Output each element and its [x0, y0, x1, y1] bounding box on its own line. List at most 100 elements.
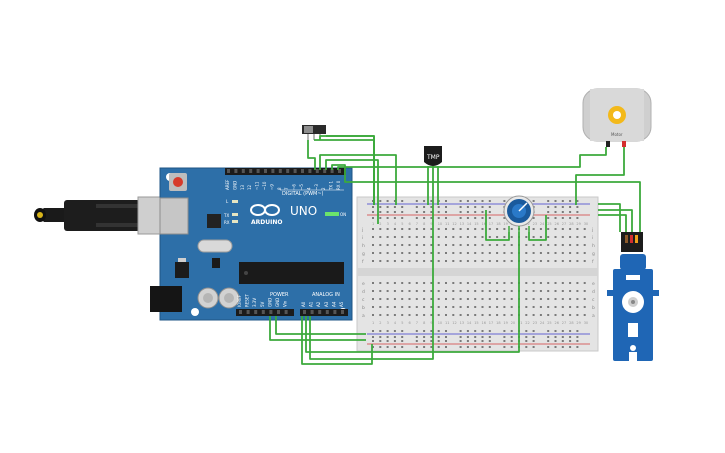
rail-hole[interactable] — [437, 340, 440, 342]
breadboard-hole[interactable] — [547, 244, 550, 246]
breadboard-hole[interactable] — [539, 282, 542, 284]
header-pin[interactable] — [227, 169, 230, 173]
breadboard-hole[interactable] — [393, 282, 396, 284]
breadboard-hole[interactable] — [488, 236, 491, 238]
breadboard-hole[interactable] — [474, 282, 477, 284]
header-pin[interactable] — [278, 169, 282, 173]
breadboard-hole[interactable] — [569, 228, 572, 230]
breadboard-hole[interactable] — [393, 306, 396, 308]
rail-hole[interactable] — [561, 217, 564, 219]
breadboard-hole[interactable] — [481, 236, 484, 238]
rail-hole[interactable] — [430, 211, 433, 213]
rail-hole[interactable] — [569, 340, 572, 342]
rail-hole[interactable] — [430, 206, 433, 208]
breadboard-hole[interactable] — [583, 298, 586, 300]
breadboard-hole[interactable] — [437, 236, 440, 238]
breadboard-hole[interactable] — [445, 282, 447, 284]
rail-hole[interactable] — [401, 217, 404, 219]
breadboard-hole[interactable] — [547, 282, 550, 284]
breadboard-hole[interactable] — [401, 228, 404, 230]
rail-hole[interactable] — [554, 346, 557, 348]
breadboard-hole[interactable] — [408, 314, 411, 316]
breadboard-hole[interactable] — [496, 260, 499, 262]
breadboard-hole[interactable] — [474, 306, 477, 308]
rail-hole[interactable] — [415, 211, 418, 213]
breadboard-hole[interactable] — [408, 306, 411, 308]
rail-hole[interactable] — [445, 206, 447, 208]
rail-hole[interactable] — [488, 346, 491, 348]
rail-hole[interactable] — [569, 346, 572, 348]
rail-hole[interactable] — [466, 217, 469, 219]
breadboard-hole[interactable] — [539, 244, 542, 246]
breadboard-hole[interactable] — [488, 228, 491, 230]
breadboard-hole[interactable] — [525, 252, 528, 254]
breadboard-hole[interactable] — [510, 244, 513, 246]
breadboard-hole[interactable] — [496, 228, 499, 230]
breadboard-hole[interactable] — [466, 314, 469, 316]
breadboard-hole[interactable] — [415, 306, 418, 308]
rail-hole[interactable] — [466, 340, 469, 342]
breadboard-hole[interactable] — [466, 236, 469, 238]
rail-hole[interactable] — [437, 336, 440, 338]
breadboard-hole[interactable] — [452, 252, 455, 254]
breadboard-hole[interactable] — [576, 290, 579, 292]
rail-hole[interactable] — [510, 346, 513, 348]
breadboard-hole[interactable] — [525, 228, 528, 230]
rail-hole[interactable] — [401, 340, 404, 342]
breadboard-hole[interactable] — [561, 298, 564, 300]
rail-hole[interactable] — [459, 346, 462, 348]
rail-hole[interactable] — [401, 346, 404, 348]
rail-hole[interactable] — [437, 217, 440, 219]
rail-hole[interactable] — [481, 217, 484, 219]
rail-hole[interactable] — [430, 330, 433, 332]
rail-hole[interactable] — [466, 330, 469, 332]
breadboard-hole[interactable] — [569, 252, 572, 254]
breadboard-hole[interactable] — [379, 298, 382, 300]
breadboard-hole[interactable] — [539, 260, 542, 262]
breadboard-hole[interactable] — [561, 260, 564, 262]
breadboard-hole[interactable] — [510, 252, 513, 254]
breadboard-hole[interactable] — [496, 236, 499, 238]
breadboard-hole[interactable] — [437, 306, 440, 308]
breadboard-hole[interactable] — [532, 244, 535, 246]
breadboard-hole[interactable] — [423, 260, 426, 262]
rail-hole[interactable] — [532, 336, 535, 338]
rail-hole[interactable] — [379, 217, 382, 219]
breadboard-hole[interactable] — [466, 260, 469, 262]
rail-hole[interactable] — [393, 206, 396, 208]
breadboard-hole[interactable] — [430, 252, 433, 254]
rail-hole[interactable] — [474, 211, 477, 213]
breadboard-hole[interactable] — [452, 314, 455, 316]
breadboard-hole[interactable] — [474, 260, 477, 262]
rail-hole[interactable] — [393, 336, 396, 338]
rail-hole[interactable] — [415, 217, 418, 219]
breadboard-hole[interactable] — [583, 306, 586, 308]
breadboard-hole[interactable] — [459, 306, 462, 308]
breadboard-hole[interactable] — [532, 260, 535, 262]
breadboard-hole[interactable] — [510, 228, 513, 230]
rail-hole[interactable] — [547, 217, 550, 219]
header-pin[interactable] — [301, 169, 304, 173]
rail-hole[interactable] — [386, 336, 389, 338]
rail-hole[interactable] — [576, 206, 579, 208]
rail-hole[interactable] — [569, 200, 572, 202]
breadboard-hole[interactable] — [379, 306, 382, 308]
rail-hole[interactable] — [415, 346, 418, 348]
rail-hole[interactable] — [481, 206, 484, 208]
rail-hole[interactable] — [459, 206, 462, 208]
breadboard-hole[interactable] — [466, 282, 469, 284]
rail-hole[interactable] — [379, 211, 382, 213]
breadboard-hole[interactable] — [547, 228, 550, 230]
breadboard-hole[interactable] — [532, 228, 535, 230]
rail-hole[interactable] — [547, 330, 550, 332]
breadboard-hole[interactable] — [525, 282, 528, 284]
breadboard-hole[interactable] — [510, 290, 513, 292]
breadboard-hole[interactable] — [474, 252, 477, 254]
breadboard-hole[interactable] — [576, 298, 579, 300]
breadboard-hole[interactable] — [372, 236, 374, 238]
breadboard-hole[interactable] — [459, 244, 462, 246]
breadboard-hole[interactable] — [445, 314, 447, 316]
breadboard-hole[interactable] — [576, 252, 579, 254]
breadboard-hole[interactable] — [496, 298, 499, 300]
